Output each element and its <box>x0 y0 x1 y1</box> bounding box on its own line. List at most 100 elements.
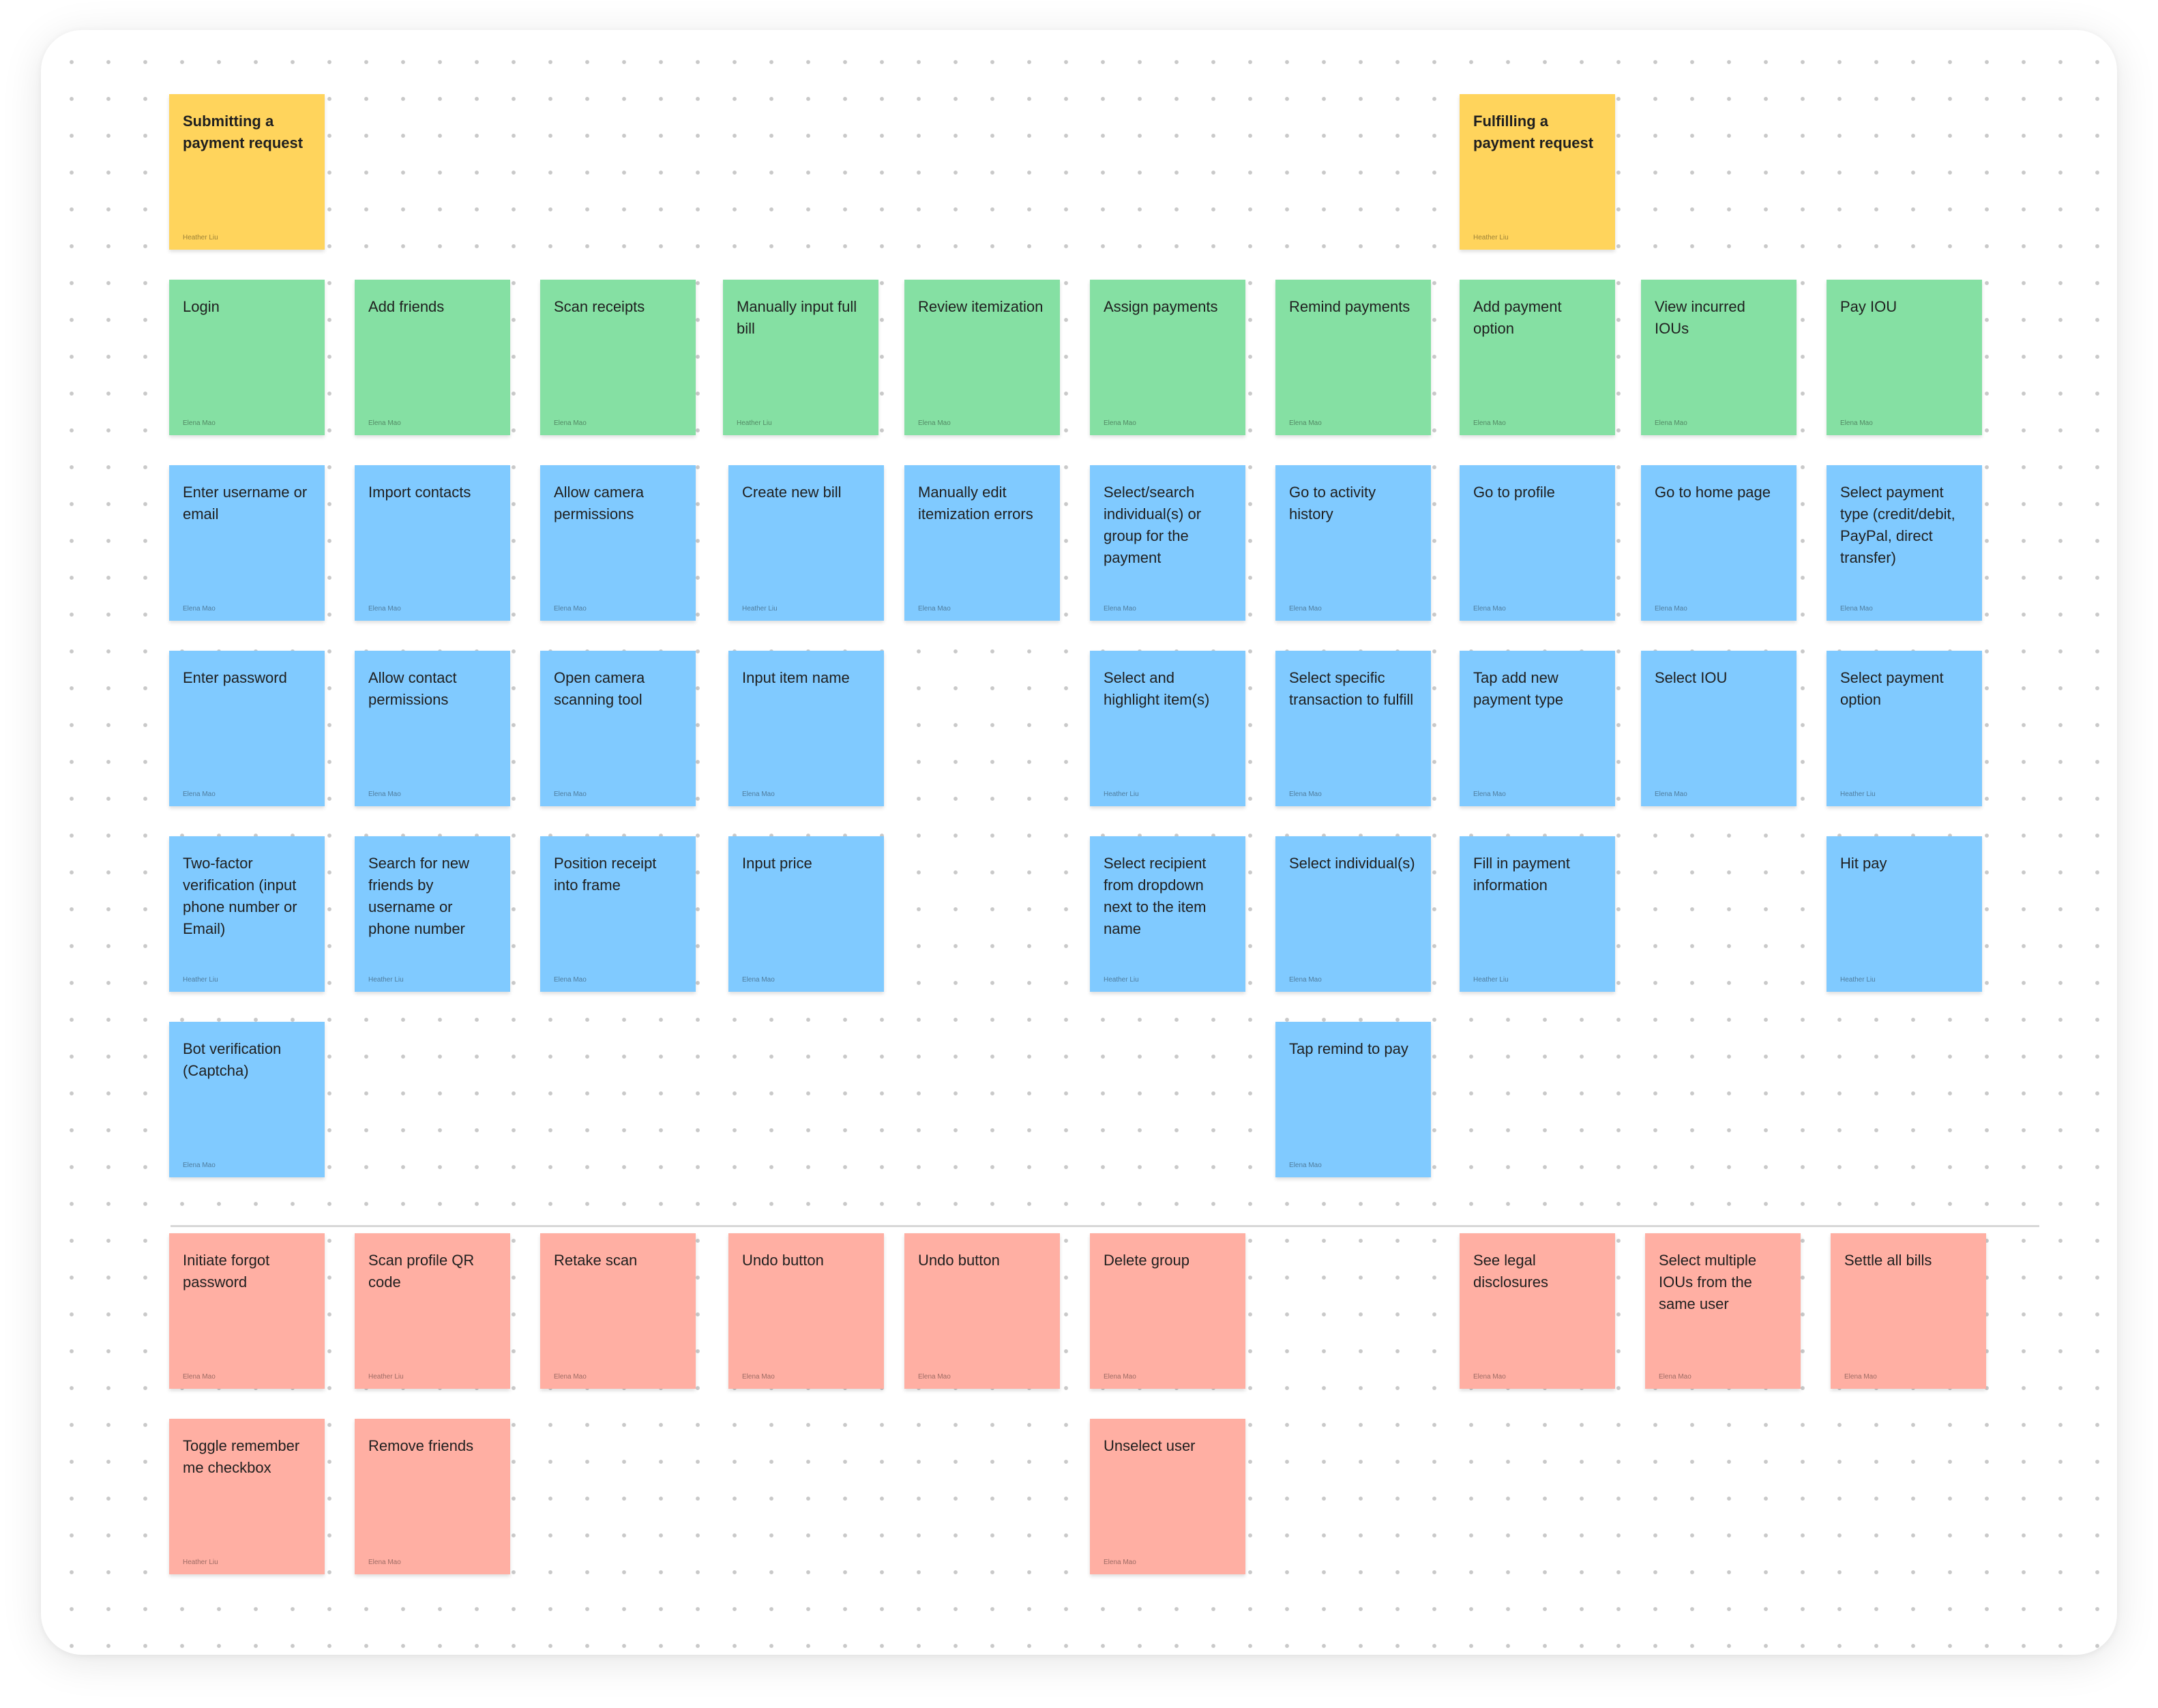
sticky-text: Bot verification (Captcha) <box>183 1040 282 1079</box>
activity-note[interactable]: Review itemization Elena Mao <box>904 280 1060 435</box>
sticky-text: Go to profile <box>1473 484 1555 501</box>
sticky-author: Heather Liu <box>737 419 772 427</box>
sticky-text: View incurred IOUs <box>1655 298 1745 337</box>
sticky-text: Search for new friends by username or ph… <box>368 855 469 937</box>
sticky-text: Input item name <box>742 669 850 686</box>
task-note[interactable]: Open camera scanning tool Elena Mao <box>540 651 696 806</box>
sticky-text: Undo button <box>918 1252 1000 1269</box>
edge-case-note[interactable]: Settle all bills Elena Mao <box>1831 1233 1986 1389</box>
sticky-text: Two-factor verification (input phone num… <box>183 855 297 937</box>
task-note[interactable]: Search for new friends by username or ph… <box>355 836 510 992</box>
edge-case-note[interactable]: Scan profile QR code Heather Liu <box>355 1233 510 1389</box>
sticky-text: Enter username or email <box>183 484 308 522</box>
task-note[interactable]: Tap remind to pay Elena Mao <box>1275 1022 1431 1177</box>
sticky-text: Input price <box>742 855 812 872</box>
task-note[interactable]: Input price Elena Mao <box>728 836 884 992</box>
edge-case-note[interactable]: Select multiple IOUs from the same user … <box>1645 1233 1801 1389</box>
task-note[interactable]: Two-factor verification (input phone num… <box>169 836 325 992</box>
sticky-author: Elena Mao <box>1104 1559 1136 1566</box>
edge-case-note[interactable]: Toggle remember me checkbox Heather Liu <box>169 1419 325 1574</box>
task-note[interactable]: Fill in payment information Heather Liu <box>1460 836 1615 992</box>
sticky-author: Elena Mao <box>183 1162 216 1169</box>
sticky-author: Elena Mao <box>368 605 401 613</box>
activity-note[interactable]: Add payment option Elena Mao <box>1460 280 1615 435</box>
task-note[interactable]: Go to profile Elena Mao <box>1460 465 1615 621</box>
sticky-text: Select multiple IOUs from the same user <box>1659 1252 1757 1312</box>
task-note[interactable]: Allow camera permissions Elena Mao <box>540 465 696 621</box>
edge-case-note[interactable]: Retake scan Elena Mao <box>540 1233 696 1389</box>
sticky-text: Hit pay <box>1840 855 1887 872</box>
task-note[interactable]: Input item name Elena Mao <box>728 651 884 806</box>
task-note[interactable]: Hit pay Heather Liu <box>1827 836 1982 992</box>
sticky-text: Select individual(s) <box>1289 855 1415 872</box>
sticky-text: Review itemization <box>918 298 1044 315</box>
sticky-author: Heather Liu <box>183 1559 218 1566</box>
edge-case-note[interactable]: Undo button Elena Mao <box>904 1233 1060 1389</box>
sticky-text: Scan receipts <box>554 298 645 315</box>
task-note[interactable]: Select IOU Elena Mao <box>1641 651 1797 806</box>
sticky-author: Elena Mao <box>554 1373 587 1381</box>
sticky-text: Fill in payment information <box>1473 855 1570 894</box>
section-header-submitting[interactable]: Submitting a payment request Heather Liu <box>169 94 325 250</box>
sticky-author: Elena Mao <box>554 605 587 613</box>
sticky-author: Elena Mao <box>918 605 951 613</box>
sticky-author: Elena Mao <box>1655 419 1687 427</box>
task-note[interactable]: Enter username or email Elena Mao <box>169 465 325 621</box>
task-note[interactable]: Position receipt into frame Elena Mao <box>540 836 696 992</box>
activity-note[interactable]: Add friends Elena Mao <box>355 280 510 435</box>
task-note[interactable]: Select recipient from dropdown next to t… <box>1090 836 1245 992</box>
task-note[interactable]: Go to activity history Elena Mao <box>1275 465 1431 621</box>
task-note[interactable]: Select and highlight item(s) Heather Liu <box>1090 651 1245 806</box>
edge-case-note[interactable]: Undo button Elena Mao <box>728 1233 884 1389</box>
sticky-text: Initiate forgot password <box>183 1252 270 1291</box>
task-note[interactable]: Bot verification (Captcha) Elena Mao <box>169 1022 325 1177</box>
sticky-author: Elena Mao <box>183 791 216 798</box>
task-note[interactable]: Go to home page Elena Mao <box>1641 465 1797 621</box>
task-note[interactable]: Import contacts Elena Mao <box>355 465 510 621</box>
task-note[interactable]: Select payment option Heather Liu <box>1827 651 1982 806</box>
sticky-author: Elena Mao <box>918 419 951 427</box>
sticky-author: Elena Mao <box>1840 419 1873 427</box>
activity-note[interactable]: Remind payments Elena Mao <box>1275 280 1431 435</box>
sticky-text: Select and highlight item(s) <box>1104 669 1210 708</box>
sticky-author: Elena Mao <box>1289 791 1322 798</box>
task-note[interactable]: Select/search individual(s) or group for… <box>1090 465 1245 621</box>
task-note[interactable]: Select individual(s) Elena Mao <box>1275 836 1431 992</box>
task-note[interactable]: Create new bill Heather Liu <box>728 465 884 621</box>
sticky-author: Elena Mao <box>1655 605 1687 613</box>
sticky-author: Heather Liu <box>368 976 404 984</box>
sticky-author: Heather Liu <box>183 234 218 241</box>
section-divider <box>171 1225 2039 1227</box>
sticky-author: Elena Mao <box>1289 976 1322 984</box>
activity-note[interactable]: Scan receipts Elena Mao <box>540 280 696 435</box>
sticky-text: Allow contact permissions <box>368 669 457 708</box>
task-note[interactable]: Allow contact permissions Elena Mao <box>355 651 510 806</box>
activity-note[interactable]: Manually input full bill Heather Liu <box>723 280 878 435</box>
activity-note[interactable]: Login Elena Mao <box>169 280 325 435</box>
sticky-text: Enter password <box>183 669 287 686</box>
sticky-text: Select/search individual(s) or group for… <box>1104 484 1202 566</box>
edge-case-note[interactable]: Unselect user Elena Mao <box>1090 1419 1245 1574</box>
sticky-author: Elena Mao <box>1655 791 1687 798</box>
task-note[interactable]: Tap add new payment type Elena Mao <box>1460 651 1615 806</box>
sticky-author: Elena Mao <box>742 791 775 798</box>
sticky-text: Add payment option <box>1473 298 1562 337</box>
task-note[interactable]: Enter password Elena Mao <box>169 651 325 806</box>
edge-case-note[interactable]: Delete group Elena Mao <box>1090 1233 1245 1389</box>
edge-case-note[interactable]: Initiate forgot password Elena Mao <box>169 1233 325 1389</box>
task-note[interactable]: Select specific transaction to fulfill E… <box>1275 651 1431 806</box>
activity-note[interactable]: Assign payments Elena Mao <box>1090 280 1245 435</box>
whiteboard-canvas[interactable]: Submitting a payment request Heather Liu… <box>41 30 2117 1655</box>
edge-case-note[interactable]: See legal disclosures Elena Mao <box>1460 1233 1615 1389</box>
sticky-author: Heather Liu <box>1473 976 1509 984</box>
activity-note[interactable]: Pay IOU Elena Mao <box>1827 280 1982 435</box>
sticky-author: Heather Liu <box>183 976 218 984</box>
edge-case-note[interactable]: Remove friends Elena Mao <box>355 1419 510 1574</box>
section-header-fulfilling[interactable]: Fulfilling a payment request Heather Liu <box>1460 94 1615 250</box>
sticky-author: Elena Mao <box>554 791 587 798</box>
sticky-text: Select recipient from dropdown next to t… <box>1104 855 1207 937</box>
sticky-text: Remind payments <box>1289 298 1410 315</box>
task-note[interactable]: Manually edit itemization errors Elena M… <box>904 465 1060 621</box>
task-note[interactable]: Select payment type (credit/debit, PayPa… <box>1827 465 1982 621</box>
activity-note[interactable]: View incurred IOUs Elena Mao <box>1641 280 1797 435</box>
